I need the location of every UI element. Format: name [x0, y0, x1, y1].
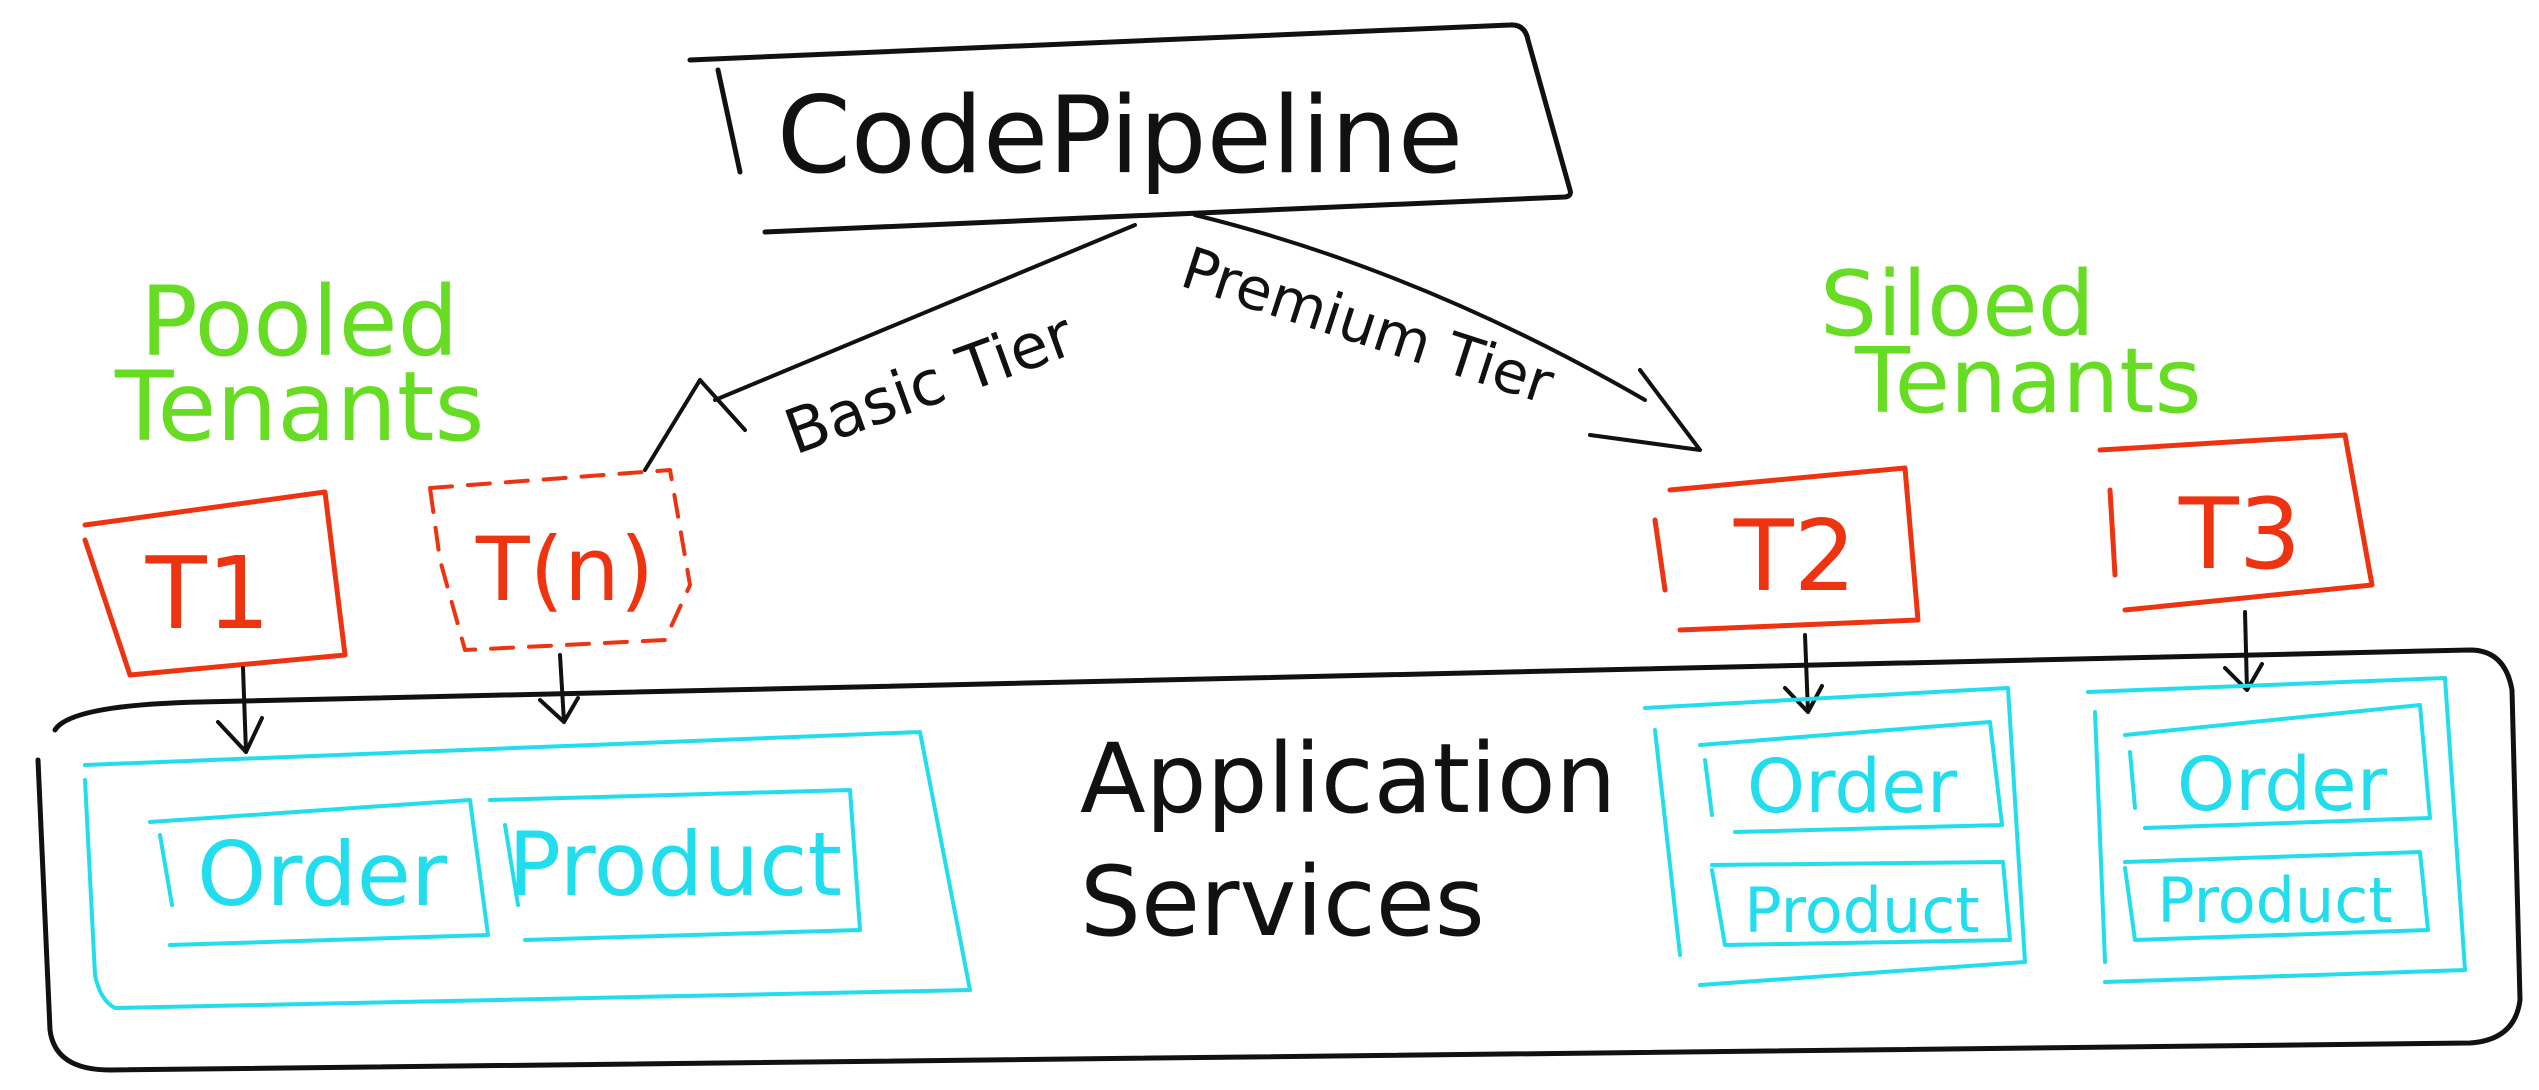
t2-product-service-label: Product	[1744, 874, 1979, 947]
premium-tier-arrow	[1193, 213, 1647, 402]
pooled-tenants-label-line1: Pooled	[140, 266, 459, 378]
pooled-product-service-box	[488, 788, 862, 942]
application-services-container	[35, 647, 2523, 1073]
t2-order-service-box	[1698, 720, 2004, 834]
basic-tier-arrowhead	[643, 378, 747, 472]
t2-order-service-label: Order	[1747, 744, 1958, 830]
tenant-t1-box	[82, 489, 348, 678]
t2-product-service-box	[1710, 860, 2012, 947]
t3-order-service-box	[2123, 703, 2432, 830]
application-services-label-line2: Services	[1080, 846, 1485, 958]
t1-to-services-arrow	[216, 666, 264, 754]
tn-to-services-arrow	[538, 653, 580, 724]
basic-tier-label: Basic Tier	[775, 297, 1083, 469]
codepipeline-label: CodePipeline	[777, 74, 1463, 197]
tenant-t3-box	[2097, 432, 2375, 613]
siloed-tenants-label-line1: Siloed	[1820, 252, 2095, 357]
pooled-tenants-label-line2: Tenants	[114, 351, 485, 463]
application-services-label-line1: Application	[1080, 723, 1616, 835]
siloed-tenants-label-line2: Tenants	[1854, 329, 2201, 434]
tenant-t2-box	[1652, 465, 1921, 633]
tenant-tn-box	[428, 468, 692, 652]
pooled-order-service-box	[148, 798, 490, 947]
t3-order-service-label: Order	[2177, 742, 2388, 828]
pooled-order-service-label: Order	[197, 823, 448, 926]
tenant-t1-label: T1	[145, 535, 271, 652]
tenant-tn-label: T(n)	[475, 518, 654, 621]
t3-to-services-arrow	[2223, 610, 2264, 692]
codepipeline-box	[687, 22, 1573, 235]
t3-product-service-box	[2123, 850, 2430, 942]
tenant-t3-label: T3	[2178, 478, 2301, 592]
t2-services-group	[1643, 686, 2027, 987]
basic-tier-arrow	[713, 223, 1137, 402]
tenant-t2-label: T2	[1733, 500, 1856, 614]
t3-product-service-label: Product	[2157, 864, 2392, 937]
t3-services-group	[2086, 676, 2467, 984]
premium-tier-arrowhead	[1588, 368, 1702, 452]
pooled-services-group	[83, 730, 972, 1010]
pooled-product-service-label: Product	[508, 813, 842, 916]
